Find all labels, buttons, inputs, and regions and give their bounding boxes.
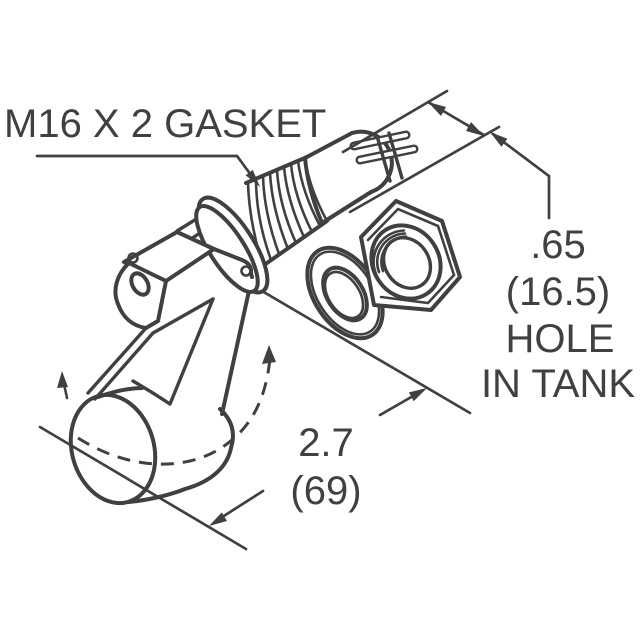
arm-fold-edge (151, 297, 215, 335)
hole-dim-arrowhead-lower (466, 122, 484, 136)
cylindrical-float (68, 386, 235, 506)
length-arrowhead-lower (209, 512, 227, 526)
hole-dim-value: .65 (530, 223, 586, 267)
hole-dim-metric: (16.5) (506, 270, 611, 314)
hole-caption-line1: HOLE (506, 317, 615, 361)
arm-cutout-right-edge (131, 297, 215, 406)
hole-ext-line-upper (341, 89, 449, 154)
gasket-hole-inner (323, 270, 365, 320)
float-travel-arc (57, 345, 276, 466)
hole-ext-line-lower (348, 125, 501, 214)
hole-dim-arrowhead-upper (428, 102, 446, 116)
motion-arrowhead (57, 371, 68, 388)
stem-shoulder (303, 156, 324, 225)
hinge-bracket (113, 230, 254, 330)
gasket-leader (35, 154, 260, 187)
length-ext-line-lower (38, 425, 248, 551)
nut-bottom-face-edges (379, 273, 456, 305)
length-dim-metric: (69) (290, 469, 361, 513)
hole-leader-arrowhead (490, 132, 508, 147)
thread-bottom-edge (255, 219, 329, 272)
gasket-leader-line (35, 154, 253, 177)
float-rear-edge (183, 407, 235, 491)
rear-body-bottom (320, 190, 373, 225)
length-arrowhead-upper (408, 388, 427, 402)
float-top-edge (96, 386, 144, 399)
bracket-rivet-left (127, 252, 139, 264)
pivot-pin (129, 271, 151, 297)
hole-dimension (341, 89, 551, 220)
hinged-float-arm (86, 275, 254, 416)
gasket-label: M16 X 2 GASKET (4, 102, 326, 146)
hole-leader-line (491, 132, 551, 220)
travel-arc-dashed (77, 357, 272, 466)
gasket-leader-arrowhead (245, 169, 260, 187)
length-ext-line-upper (260, 289, 472, 415)
hole-caption-line2: IN TANK (481, 362, 635, 406)
lead-wires (349, 130, 419, 183)
travel-arc-arrowhead (262, 345, 276, 364)
thread-crests (246, 156, 329, 268)
nut-internal-threads (372, 229, 408, 276)
length-dim-value: 2.7 (298, 421, 354, 465)
arm-left-rails (86, 326, 155, 401)
bracket-rivet-right (240, 265, 252, 277)
wire-break-mark (375, 131, 404, 183)
rear-body-top (303, 131, 354, 160)
hex-nut (359, 199, 462, 312)
arm-outer-right-edge (220, 275, 254, 416)
nut-chamfer-edges (366, 207, 456, 277)
length-dimension (38, 289, 472, 551)
